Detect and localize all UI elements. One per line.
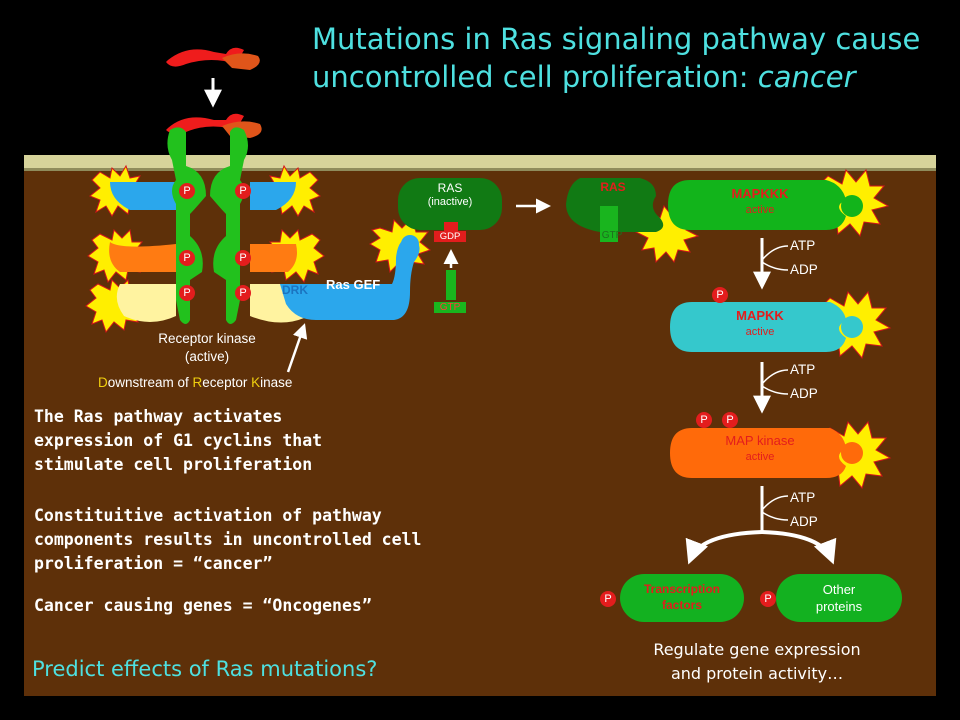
mapkk [670, 290, 892, 360]
phospho-badge: P [235, 285, 251, 301]
phospho-badge: P [235, 250, 251, 266]
ligand-free [166, 47, 260, 70]
mapkkk-label: MAPKKK active [731, 186, 789, 216]
drk-label: DRK [282, 283, 308, 297]
mapkk-label: MAPKK active [736, 308, 784, 338]
ras-active-label: RAS [600, 180, 626, 194]
mapkkk [668, 168, 890, 238]
receptor-kinase [167, 127, 248, 324]
atp-label: ATP [790, 490, 816, 505]
gdp-tag: GDP [434, 231, 466, 242]
ras-active-gtp: GTP [601, 230, 623, 241]
other-phospho: P [760, 591, 776, 607]
phospho-badge: P [179, 250, 195, 266]
drk-definition: Downstream of Receptor Kinase [98, 375, 293, 390]
tf-phospho: P [600, 591, 616, 607]
drk-pointer-arrow [286, 323, 308, 373]
ras-gef-complex [280, 217, 432, 320]
plasma-membrane [24, 155, 936, 170]
adp-label: ADP [790, 262, 818, 277]
gtp-tag: GTP [434, 302, 466, 313]
transcription-factors-label: Transcription factors [643, 582, 720, 612]
paragraph-ras-activates: The Ras pathway activates expression of … [34, 407, 323, 474]
atp-label: ATP [790, 238, 816, 253]
mapk-phospho: P [696, 412, 712, 428]
ras-inactive-label: RAS (inactive) [427, 181, 473, 208]
receptor-domains [109, 182, 310, 323]
other-proteins-label: Other proteins [815, 582, 863, 614]
mapkk-phospho: P [712, 287, 728, 303]
paragraph-constitutive: Constituitive activation of pathway comp… [34, 506, 422, 573]
mapk-phospho: P [722, 412, 738, 428]
paragraph-oncogenes: Cancer causing genes = “Oncogenes” [34, 596, 372, 615]
adp-label: ADP [790, 514, 818, 529]
adp-label: ADP [790, 386, 818, 401]
phospho-badge: P [179, 183, 195, 199]
transcription-factors [620, 574, 744, 622]
ras-gef-label: Ras GEF [326, 277, 381, 292]
atp-label: ATP [790, 362, 816, 377]
mapk-label: MAP kinase active [725, 433, 795, 463]
slide-title: Mutations in Ras signaling pathway cause… [312, 22, 921, 94]
predict-question: Predict effects of Ras mutations? [32, 657, 378, 681]
receptor-label: Receptor kinase (active) [158, 331, 256, 364]
regulate-caption: Regulate gene expression and protein act… [653, 640, 861, 683]
other-proteins [776, 574, 902, 622]
map-kinase [670, 420, 892, 490]
phospho-badge: P [179, 285, 195, 301]
phospho-badge: P [235, 183, 251, 199]
